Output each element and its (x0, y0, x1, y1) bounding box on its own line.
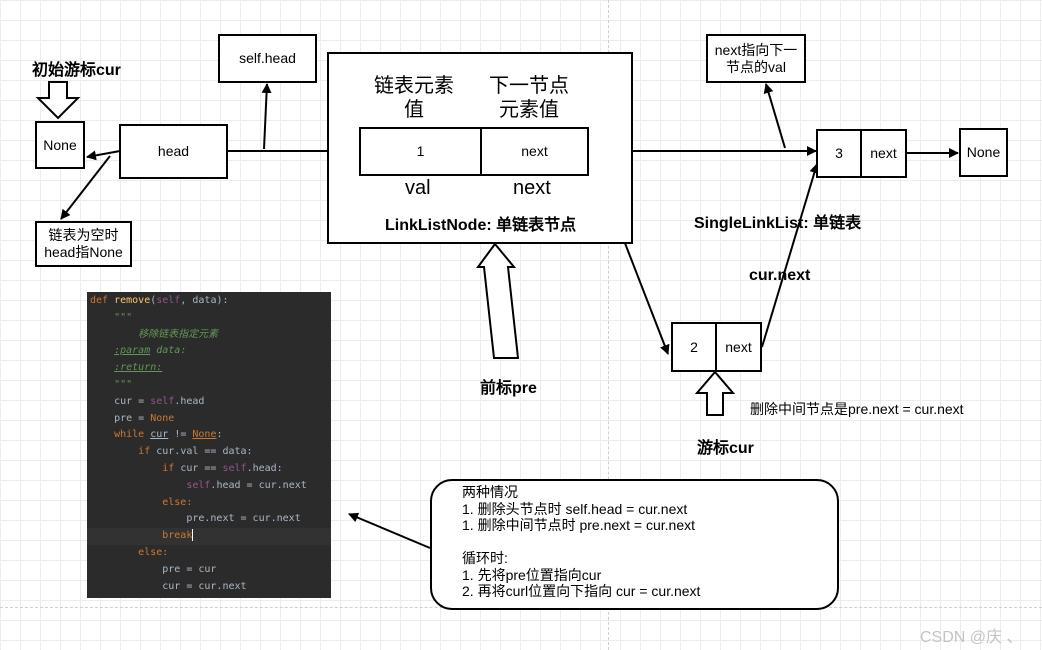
init-cursor-label: 初始游标cur (32, 62, 121, 79)
header-next-line-2: 元素值 (499, 99, 559, 121)
single-list-caption: SingleLinkList: 单链表 (694, 215, 862, 232)
next-note-line-1: next指向下一 (714, 41, 798, 58)
csdn-watermark: CSDN @庆 、 (920, 629, 1023, 646)
empty-list-note: 链表为空时 head指None (35, 221, 132, 267)
summary-line: 1. 删除头节点时 self.head = cur.next (462, 500, 688, 517)
node-struct-cells: 1 next (359, 127, 589, 176)
empty-note-line-1: 链表为空时 (48, 227, 119, 243)
node3-next: next (870, 145, 897, 161)
delete-middle-label: 删除中间节点是pre.next = cur.next (750, 401, 964, 417)
tail-none-box: None (959, 128, 1008, 177)
cursor-label: 游标cur (697, 440, 754, 457)
empty-note-line-2: head指None (44, 244, 123, 260)
under-next-label: next (513, 177, 551, 199)
cell-next: next (521, 143, 548, 159)
summary-line (462, 534, 837, 551)
next-note-line-2: 节点的val (726, 58, 786, 75)
pre-up-arrow (476, 242, 520, 359)
header-next: 下一节点 元素值 (485, 74, 573, 122)
next-note-box: next指向下一 节点的val (706, 34, 806, 83)
summary-line: 循环时: (462, 550, 508, 566)
node3-value: 3 (818, 131, 862, 176)
arrow-node2-to-node3 (761, 163, 820, 348)
node2-next: next (725, 338, 752, 355)
code-snippet: def remove(self, data): """ 移除链表指定元素 :pa… (87, 292, 331, 598)
arrow-head-to-empty-note (60, 155, 111, 220)
arrow-head-to-none (86, 150, 121, 161)
init-cursor-down-arrow (35, 81, 81, 120)
node2-box: 2 next (671, 322, 762, 372)
head-box: head (119, 124, 228, 179)
arrow-summary-to-code (348, 512, 431, 549)
summary-line: 1. 先将pre位置指向cur (462, 566, 602, 583)
header-value-line-2: 值 (404, 99, 424, 121)
arrow-to-self-head (261, 83, 272, 150)
summary-note: 两种情况 1. 删除头节点时 self.head = cur.next 1. 删… (430, 479, 839, 610)
header-next-line-1: 下一节点 (489, 75, 569, 97)
summary-line: 1. 删除中间节点时 pre.next = cur.next (462, 517, 696, 533)
summary-line: 2. 再将curl位置向下指向 cur = cur.next (462, 583, 701, 599)
node3-box: 3 next (816, 129, 907, 178)
node-struct-caption: LinkListNode: 单链表节点 (385, 217, 577, 234)
self-head-box: self.head (218, 34, 317, 83)
summary-line: 两种情况 (462, 484, 518, 500)
cur-next-label: cur.next (749, 267, 811, 284)
guide-line-vertical (608, 0, 609, 650)
arrow-to-next-note (763, 83, 786, 149)
cell-value: 1 (361, 129, 482, 174)
node2-value: 2 (673, 324, 717, 370)
header-value: 链表元素 值 (370, 74, 458, 122)
head-none-box: None (35, 121, 85, 169)
under-value-label: val (405, 177, 431, 199)
pre-label: 前标pre (480, 380, 537, 397)
header-value-line-1: 链表元素 (374, 75, 454, 97)
cursor-up-arrow (694, 370, 736, 416)
